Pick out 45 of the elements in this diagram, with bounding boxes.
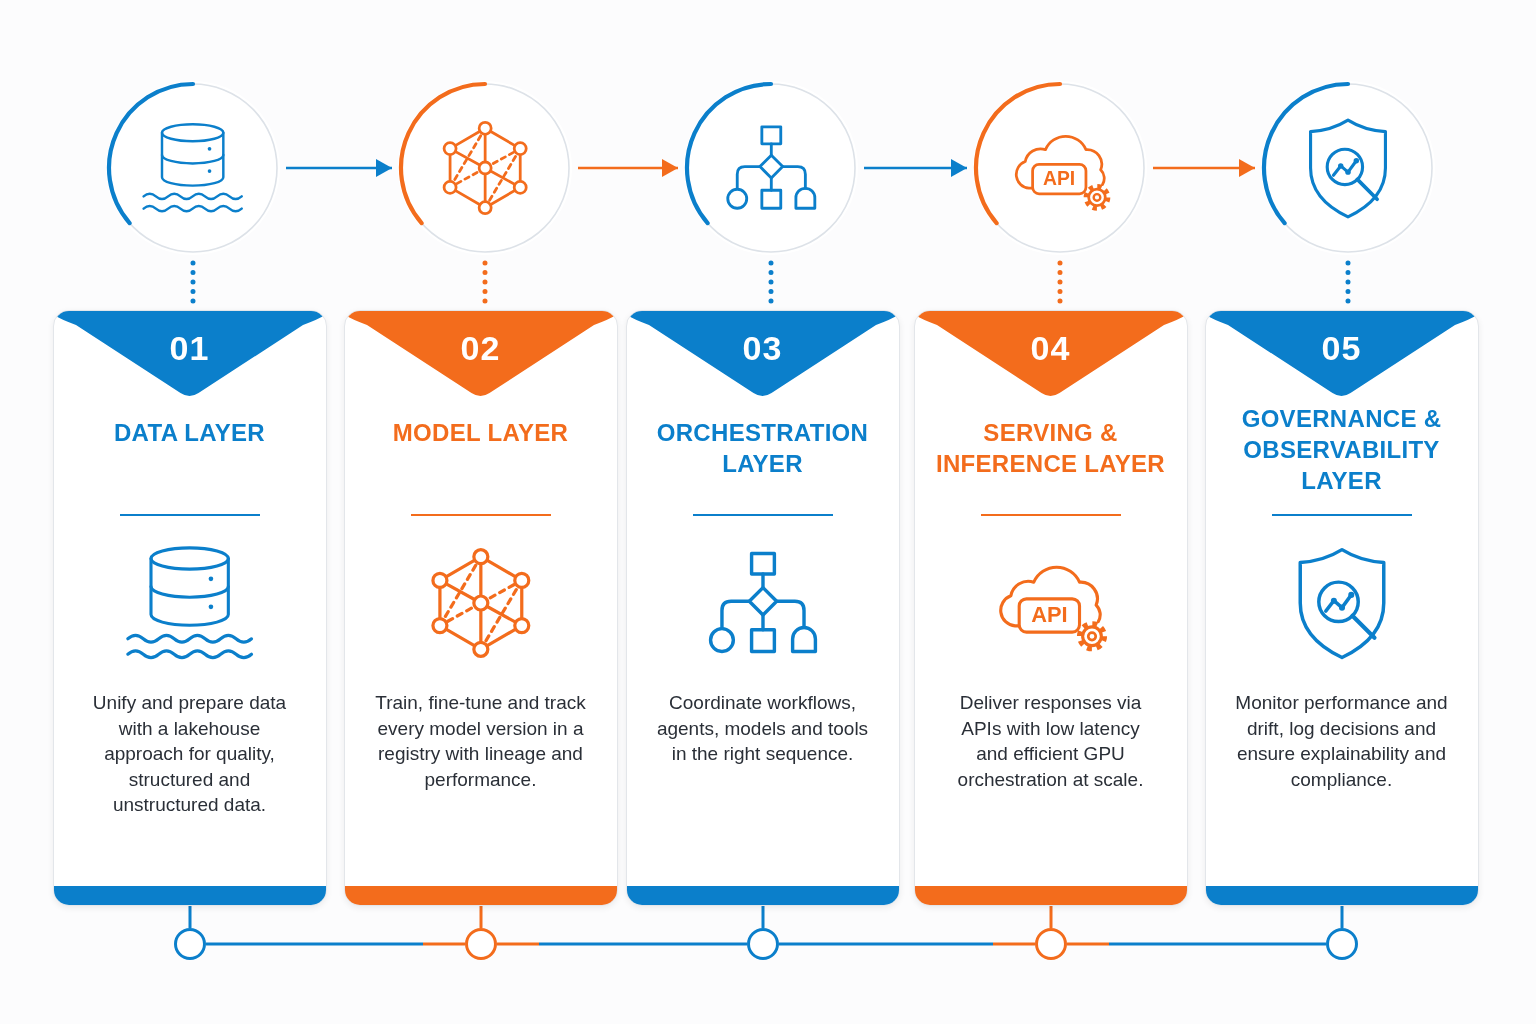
- layer-title: SERVING & INFERENCE LAYER: [935, 418, 1166, 479]
- dotted-line: [1345, 260, 1351, 305]
- step-number: 05: [1320, 328, 1363, 368]
- timeline-line: [497, 942, 747, 946]
- layer-card: [914, 310, 1188, 906]
- arrow: [286, 159, 392, 177]
- icon-label: API: [1031, 604, 1068, 627]
- layer-description: Train, fine-tune and track every model version in a registry with lineage and performance.: [374, 691, 587, 792]
- dotted-line: [482, 260, 488, 305]
- dotted-line: [768, 260, 774, 305]
- layer-description: Coordinate workflows, agents, models and tools in the right sequence.: [655, 691, 870, 766]
- timeline-node: [465, 928, 497, 960]
- timeline-node: [174, 928, 206, 960]
- step-number: 02: [459, 328, 502, 368]
- connector-line: [1340, 906, 1344, 928]
- connector-line: [479, 906, 483, 928]
- layer-description: Monitor performance and drift, log decisions and ensure explainability and compliance.: [1234, 691, 1449, 792]
- arrow: [578, 159, 678, 177]
- timeline-line: [206, 942, 465, 946]
- connector-line: [761, 906, 765, 928]
- layer-title: ORCHESTRATION LAYER: [655, 418, 870, 479]
- step-number: 03: [741, 328, 784, 368]
- layer-card: [344, 310, 618, 906]
- timeline-node: [1035, 928, 1067, 960]
- layer-card: [1205, 310, 1479, 906]
- dotted-line: [1057, 260, 1063, 305]
- timeline-node: [1326, 928, 1358, 960]
- layer-description: Deliver responses via APIs with low latency and efficient GPU orchestration at scale.: [956, 691, 1145, 792]
- layer-title: DATA LAYER: [113, 418, 266, 448]
- step-number: 01: [168, 328, 211, 368]
- connector-line: [1049, 906, 1053, 928]
- layer-card: [53, 310, 327, 906]
- timeline-node: [747, 928, 779, 960]
- timeline-line: [1067, 942, 1326, 946]
- layer-title: GOVERNANCE & OBSERVABILITY LAYER: [1240, 404, 1443, 496]
- connector-line: [188, 906, 192, 928]
- layer-title: MODEL LAYER: [391, 418, 570, 448]
- dotted-line: [190, 260, 196, 305]
- step-number: 04: [1029, 328, 1072, 368]
- timeline-line: [779, 942, 1035, 946]
- layer-description: Unify and prepare data with a lakehouse approach for quality, structured and unstructured data.: [91, 691, 288, 817]
- icon-label: API: [1042, 169, 1076, 189]
- arrow: [864, 159, 967, 177]
- arrow: [1153, 159, 1255, 177]
- layer-card: [626, 310, 900, 906]
